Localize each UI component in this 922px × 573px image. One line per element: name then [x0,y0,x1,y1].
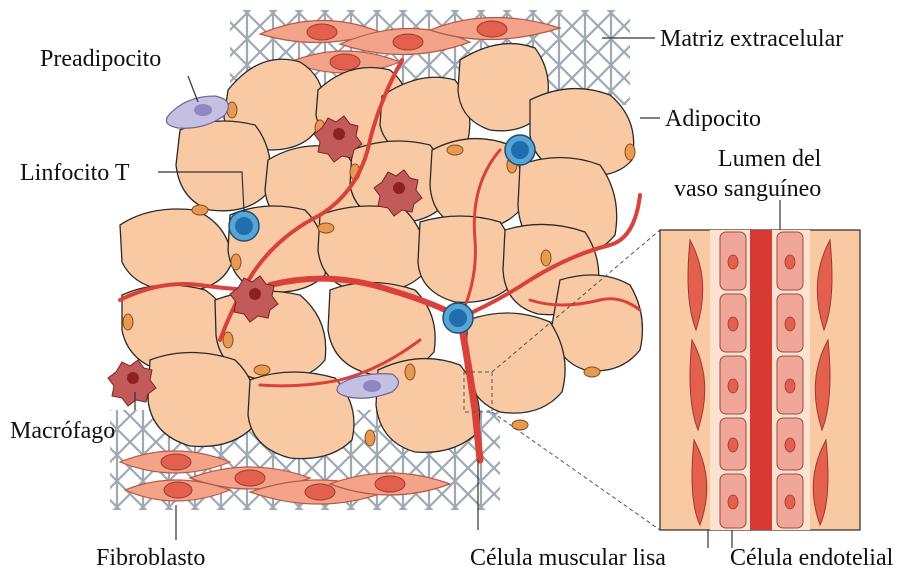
label-fibroblasto: Fibroblasto [96,545,205,571]
adipocyte-cell [120,209,232,292]
adipocyte-cell [176,121,271,211]
t-lymphocyte-cell [505,135,535,165]
t-lymphocyte-cell [443,303,473,333]
label-lumen-line2: vaso sanguíneo [674,176,821,202]
t-lymphocyte-cell [229,211,259,241]
label-macrofago: Macrófago [10,418,115,444]
vessel-lumen [750,230,772,530]
adipocyte-cell [465,313,565,413]
adipocyte-cell [418,216,514,302]
adipocyte-cell [552,275,642,371]
label-adipocito: Adipocito [665,106,761,132]
label-celula-muscular-lisa: Célula muscular lisa [470,545,666,571]
label-preadipocito: Preadipocito [40,46,161,72]
label-linfocito-t: Linfocito T [20,160,130,186]
vessel-cross-section [660,230,860,530]
label-celula-endotelial: Célula endotelial [730,545,894,571]
label-lumen-line1: Lumen del [718,146,822,172]
label-matriz-extracelular: Matriz extracelular [660,26,843,52]
adipocyte-cell [148,353,256,447]
